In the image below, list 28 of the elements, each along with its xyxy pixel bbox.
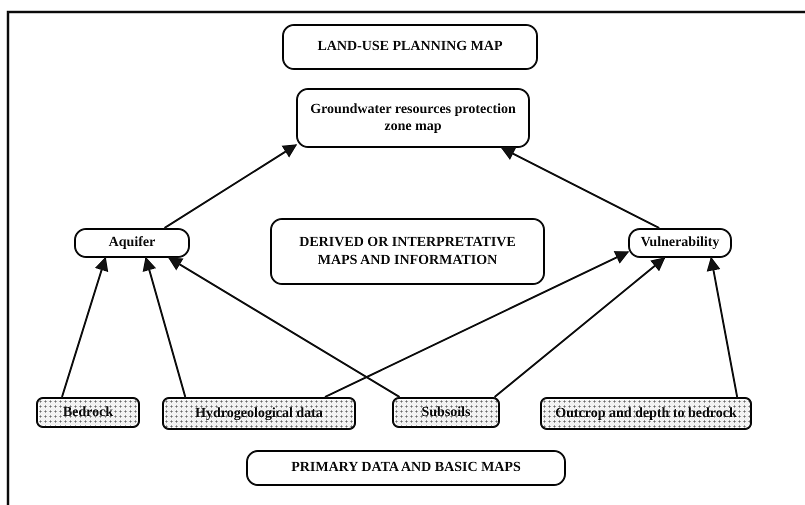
node-label: Vulnerability	[640, 234, 720, 252]
node-label: Hydrogeological data	[194, 404, 324, 422]
node-label: Outcrop and depth to bedrock	[554, 404, 738, 422]
map-box	[74, 228, 190, 258]
arrow	[61, 256, 108, 398]
data-box	[162, 397, 356, 430]
node-label: Subsoils	[420, 404, 472, 422]
node-label: DERIVED OR INTERPRETATIVE MAPS AND INFORMATION	[298, 234, 517, 269]
arrow	[706, 256, 738, 398]
data-box	[540, 397, 752, 430]
section-heading-box	[246, 450, 566, 486]
arrow	[164, 144, 298, 229]
node-label: Aquifer	[108, 234, 156, 252]
arrow	[494, 257, 666, 398]
section-heading-box	[270, 218, 545, 285]
arrow	[168, 257, 400, 398]
arrow	[500, 147, 660, 229]
arrow	[142, 256, 186, 398]
node-label: Groundwater resources protection zone map	[309, 100, 517, 136]
map-box	[296, 88, 530, 148]
data-box	[392, 397, 500, 428]
node-label: LAND-USE PLANNING MAP	[316, 38, 504, 56]
node-label: Bedrock	[62, 404, 114, 422]
arrow	[324, 251, 630, 398]
data-box	[36, 397, 140, 428]
title-box	[282, 24, 538, 70]
map-box	[628, 228, 732, 258]
node-label: PRIMARY DATA AND BASIC MAPS	[290, 459, 522, 477]
